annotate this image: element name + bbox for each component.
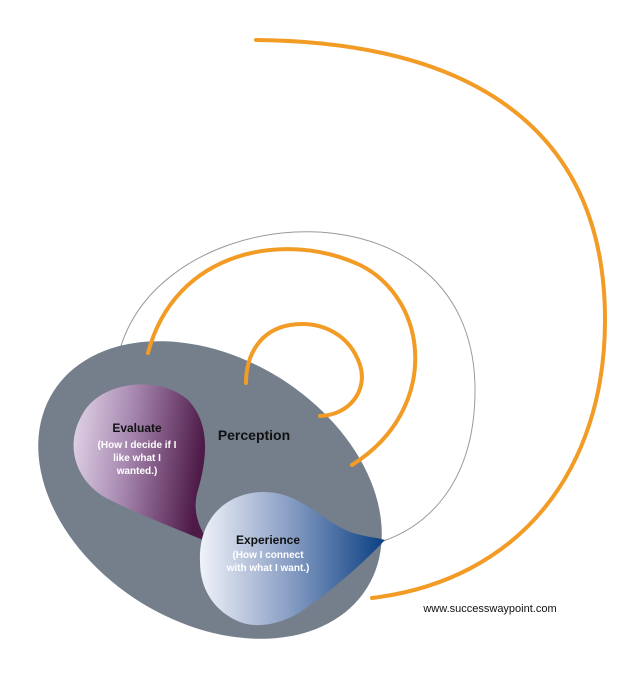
evaluate-desc-line-2: like what I [113, 453, 161, 464]
thin-circle-arc [114, 231, 476, 546]
evaluate-title: Evaluate [112, 421, 162, 435]
orange-spiral [146, 38, 608, 600]
perception-ellipse [38, 341, 382, 639]
experience-bubble [199, 491, 385, 626]
evaluate-desc-line-3: wanted.) [116, 466, 158, 477]
perception-label: Perception [218, 427, 290, 443]
experience-title: Experience [236, 533, 300, 547]
experience-desc-line-1: (How I connect [232, 550, 304, 561]
evaluate-desc-line-1: (How I decide if I [98, 440, 177, 451]
footer-url[interactable]: www.successwaypoint.com [422, 603, 556, 615]
experience-desc-line-2: with what I want.) [226, 563, 310, 574]
evaluate-bubble [73, 384, 208, 542]
